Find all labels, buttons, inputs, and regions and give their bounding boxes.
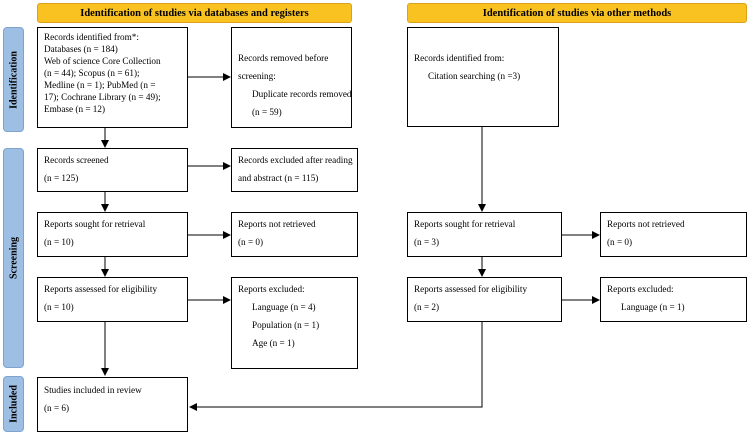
other-reports-assessed-box: Reports assessed for eligibility (n = 2): [407, 277, 562, 322]
phase-included: Included: [3, 376, 24, 432]
phase-identification: Identification: [3, 27, 24, 132]
records-excluded-box: Records excluded after reading and abstr…: [231, 148, 358, 192]
reports-excluded-box: Reports excluded: Language (n = 4) Popul…: [231, 277, 358, 369]
header-databases-registers: Identification of studies via databases …: [37, 3, 352, 23]
records-removed-box: Records removed before screening: Duplic…: [231, 27, 352, 128]
other-reports-sought-box: Reports sought for retrieval (n = 3): [407, 212, 562, 257]
studies-included-box: Studies included in review (n = 6): [37, 377, 188, 432]
reports-sought-box: Reports sought for retrieval (n = 10): [37, 212, 188, 257]
other-reports-not-retrieved-box: Reports not retrieved (n = 0): [600, 212, 747, 257]
header-other-methods: Identification of studies via other meth…: [407, 3, 747, 23]
arrow-other-assessed-to-included: [189, 322, 483, 411]
other-records-identified-box: Records identified from: Citation search…: [407, 27, 559, 127]
records-identified-box: Records identified from*: Databases (n =…: [37, 27, 188, 128]
reports-not-retrieved-box: Reports not retrieved (n = 0): [231, 212, 358, 257]
reports-assessed-box: Reports assessed for eligibility (n = 10…: [37, 277, 188, 322]
phase-screening: Screening: [3, 148, 24, 368]
other-reports-excluded-box: Reports excluded: Language (n = 1): [600, 277, 747, 322]
records-screened-box: Records screened (n = 125): [37, 148, 188, 192]
